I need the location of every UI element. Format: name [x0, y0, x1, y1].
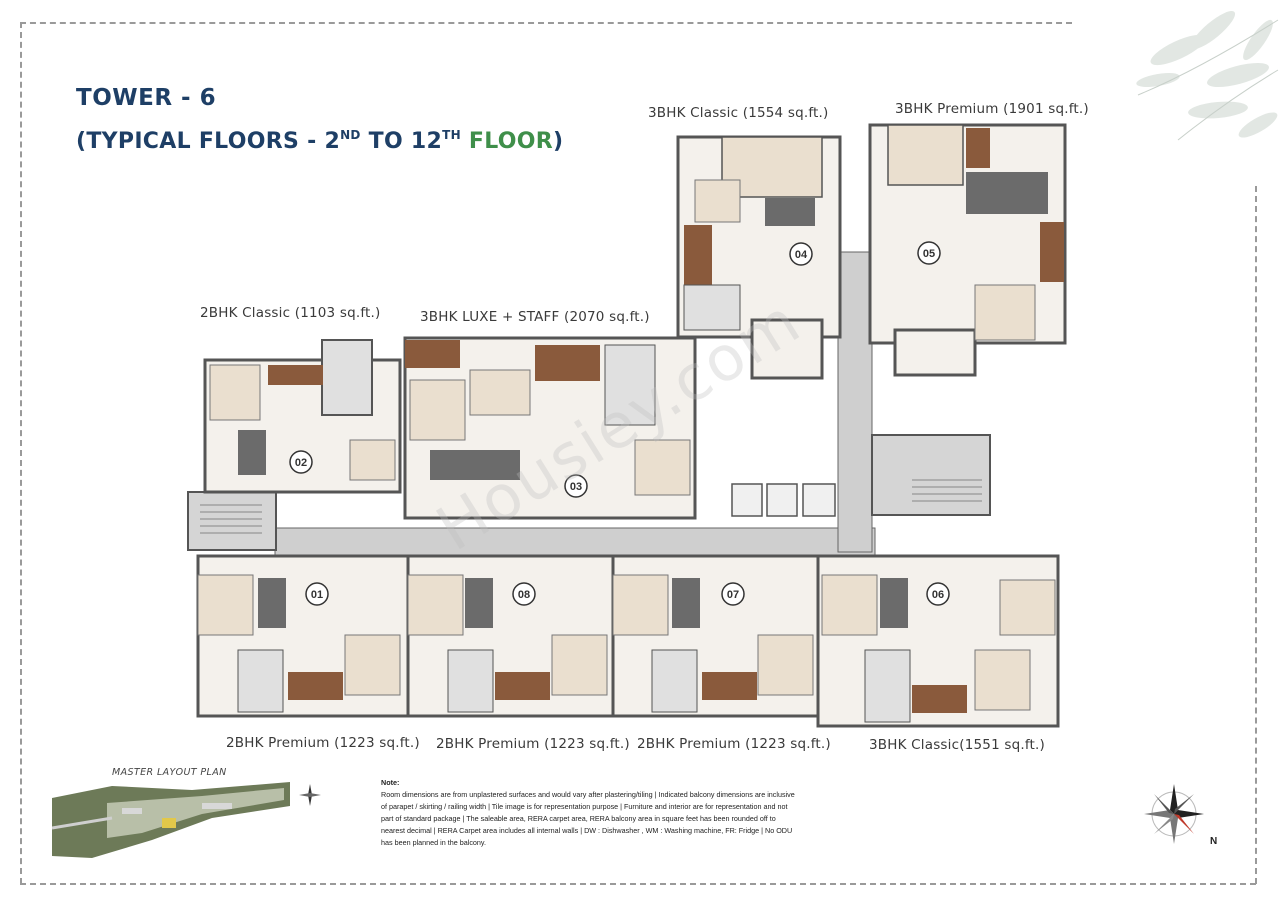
unit-04-plan [676, 135, 842, 380]
north-arrow-icon [299, 784, 321, 806]
staircase-right [871, 434, 991, 516]
note-text: Room dimensions are from unplastered sur… [381, 790, 795, 848]
svg-text:06: 06 [932, 589, 944, 601]
page-title: TOWER - 6 (TYPICAL FLOORS - 2ND TO 12TH … [76, 80, 563, 160]
staircase-left [187, 491, 277, 551]
title-floors: (TYPICAL FLOORS - 2ND TO 12TH FLOOR) [76, 128, 564, 154]
frame-border-right [1255, 186, 1257, 884]
note-heading: Note: [381, 778, 400, 787]
unit-03-plan [403, 336, 697, 520]
svg-text:04: 04 [795, 249, 808, 261]
frame-border-bottom [20, 883, 1256, 885]
master-plan-map-icon [52, 782, 290, 858]
unit-08-plan [406, 554, 615, 718]
unit-badge-04: 04 [789, 242, 813, 266]
unit-badge-01: 01 [305, 582, 329, 606]
svg-text:05: 05 [923, 248, 935, 260]
unit-label-08: 2BHK Premium (1223 sq.ft.) [436, 736, 630, 752]
unit-label-07: 2BHK Premium (1223 sq.ft.) [637, 736, 831, 752]
unit-badge-07: 07 [721, 582, 745, 606]
unit-label-04: 3BHK Classic (1554 sq.ft.) [648, 105, 829, 121]
unit-01-plan [196, 554, 410, 718]
frame-border-top [20, 22, 1072, 24]
unit-02-plan [203, 339, 402, 494]
leaves-decoration-icon [1136, 10, 1279, 141]
unit-07-plan [611, 554, 820, 718]
unit-badge-06: 06 [926, 582, 950, 606]
unit-badge-02: 02 [289, 450, 313, 474]
unit-badge-03: 03 [564, 474, 588, 498]
unit-badge-08: 08 [512, 582, 536, 606]
corridor-main [274, 527, 876, 557]
compass-rose-icon: N [1144, 784, 1217, 847]
frame-border-left [20, 22, 22, 884]
svg-text:07: 07 [727, 589, 739, 601]
svg-text:02: 02 [295, 457, 307, 469]
svg-text:01: 01 [311, 589, 323, 601]
unit-label-05: 3BHK Premium (1901 sq.ft.) [895, 101, 1089, 117]
disclaimer-note: Note: Room dimensions are from unplaster… [381, 777, 801, 850]
unit-label-02: 2BHK Classic (1103 sq.ft.) [200, 305, 381, 321]
unit-badge-05: 05 [917, 241, 941, 265]
unit-label-06: 3BHK Classic(1551 sq.ft.) [869, 737, 1046, 753]
svg-text:08: 08 [518, 589, 530, 601]
title-tower: TOWER - 6 [76, 85, 217, 111]
master-layout-title: MASTER LAYOUT PLAN [112, 767, 227, 778]
unit-06-plan [816, 554, 1060, 728]
lift-core [731, 483, 836, 517]
unit-label-01: 2BHK Premium (1223 sq.ft.) [226, 735, 420, 751]
unit-label-03: 3BHK LUXE + STAFF (2070 sq.ft.) [420, 309, 650, 325]
svg-text:03: 03 [570, 481, 582, 493]
compass-north-label: N [1210, 836, 1217, 847]
corridor-vertical [837, 251, 873, 553]
unit-05-plan [868, 123, 1067, 377]
